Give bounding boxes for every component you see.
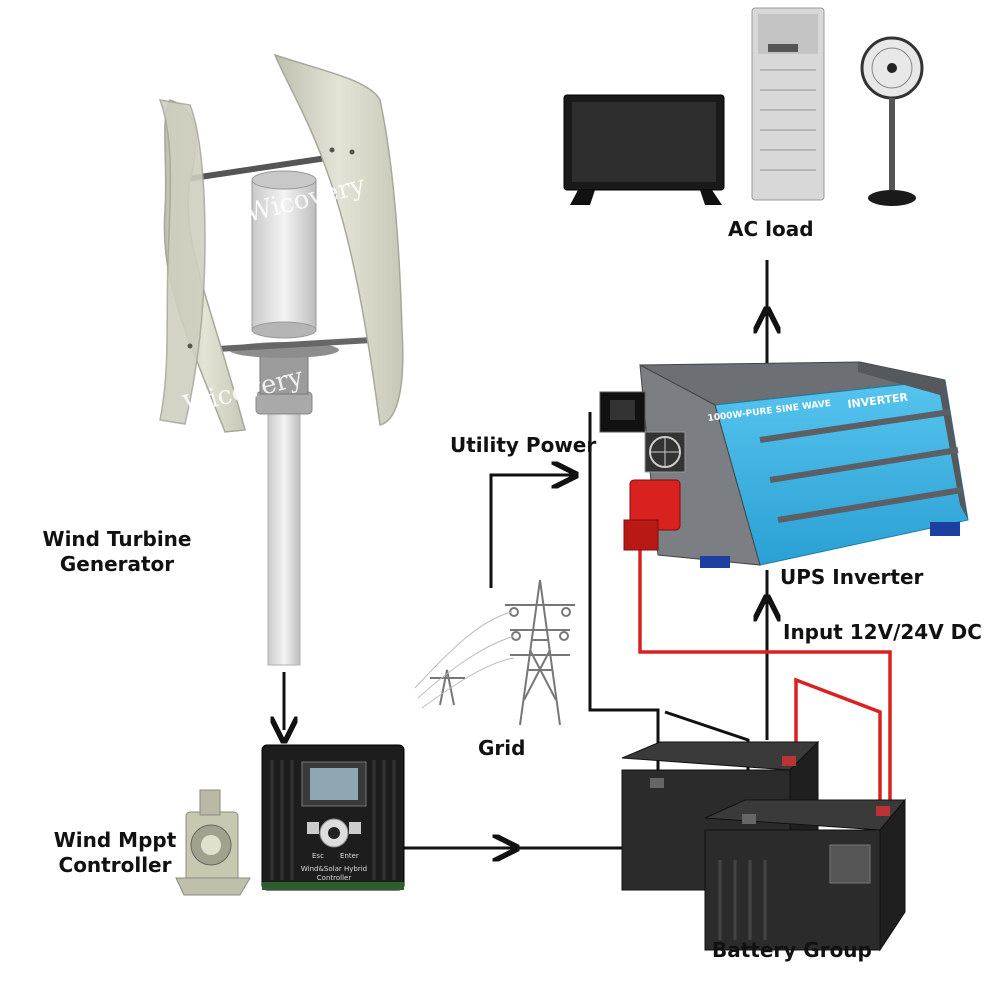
input-dc-label: Input 12V/24V DC <box>783 620 982 644</box>
wind-mppt-label-line1: Wind Mppt <box>53 828 177 852</box>
utility-power-label: Utility Power <box>450 433 597 457</box>
battery-group-label: Battery Group <box>712 938 872 962</box>
mppt-controller-icon: Esc Enter Wind&Solar Hybrid Controller <box>261 744 405 891</box>
esc-label: Esc <box>312 852 324 860</box>
air-conditioner-icon <box>751 7 825 201</box>
grid-to-inverter-wire <box>489 473 575 588</box>
enter-label: Enter <box>340 852 359 860</box>
battery-red-link-wire <box>794 677 882 800</box>
controller-caption-1: Wind&Solar Hybrid <box>301 865 367 873</box>
controller-caption-2: Controller <box>317 874 352 882</box>
resistor-icon <box>175 789 251 896</box>
battery-front-icon <box>704 798 907 952</box>
wind-mppt-label: Wind Mppt Controller <box>40 828 190 878</box>
wind-turbine-label: Wind Turbine Generator <box>42 527 192 577</box>
grid-label: Grid <box>478 736 526 760</box>
fan-icon <box>860 36 924 206</box>
inverter-positive-red-wire <box>638 548 892 800</box>
ups-inverter-label: UPS Inverter <box>780 565 924 589</box>
wind-turbine-icon: Wicovery Wicovery <box>158 53 404 666</box>
wind-turbine-label-line1: Wind Turbine <box>42 527 192 551</box>
wind-turbine-label-line2: Generator <box>59 552 175 576</box>
wires <box>284 260 892 848</box>
wind-mppt-label-line2: Controller <box>58 853 172 877</box>
ac-load-label: AC load <box>728 217 814 241</box>
tv-icon <box>563 94 725 205</box>
power-tower-icon <box>414 579 575 726</box>
inverter-icon: 1000W-PURE SINE WAVE INVERTER <box>599 361 969 568</box>
